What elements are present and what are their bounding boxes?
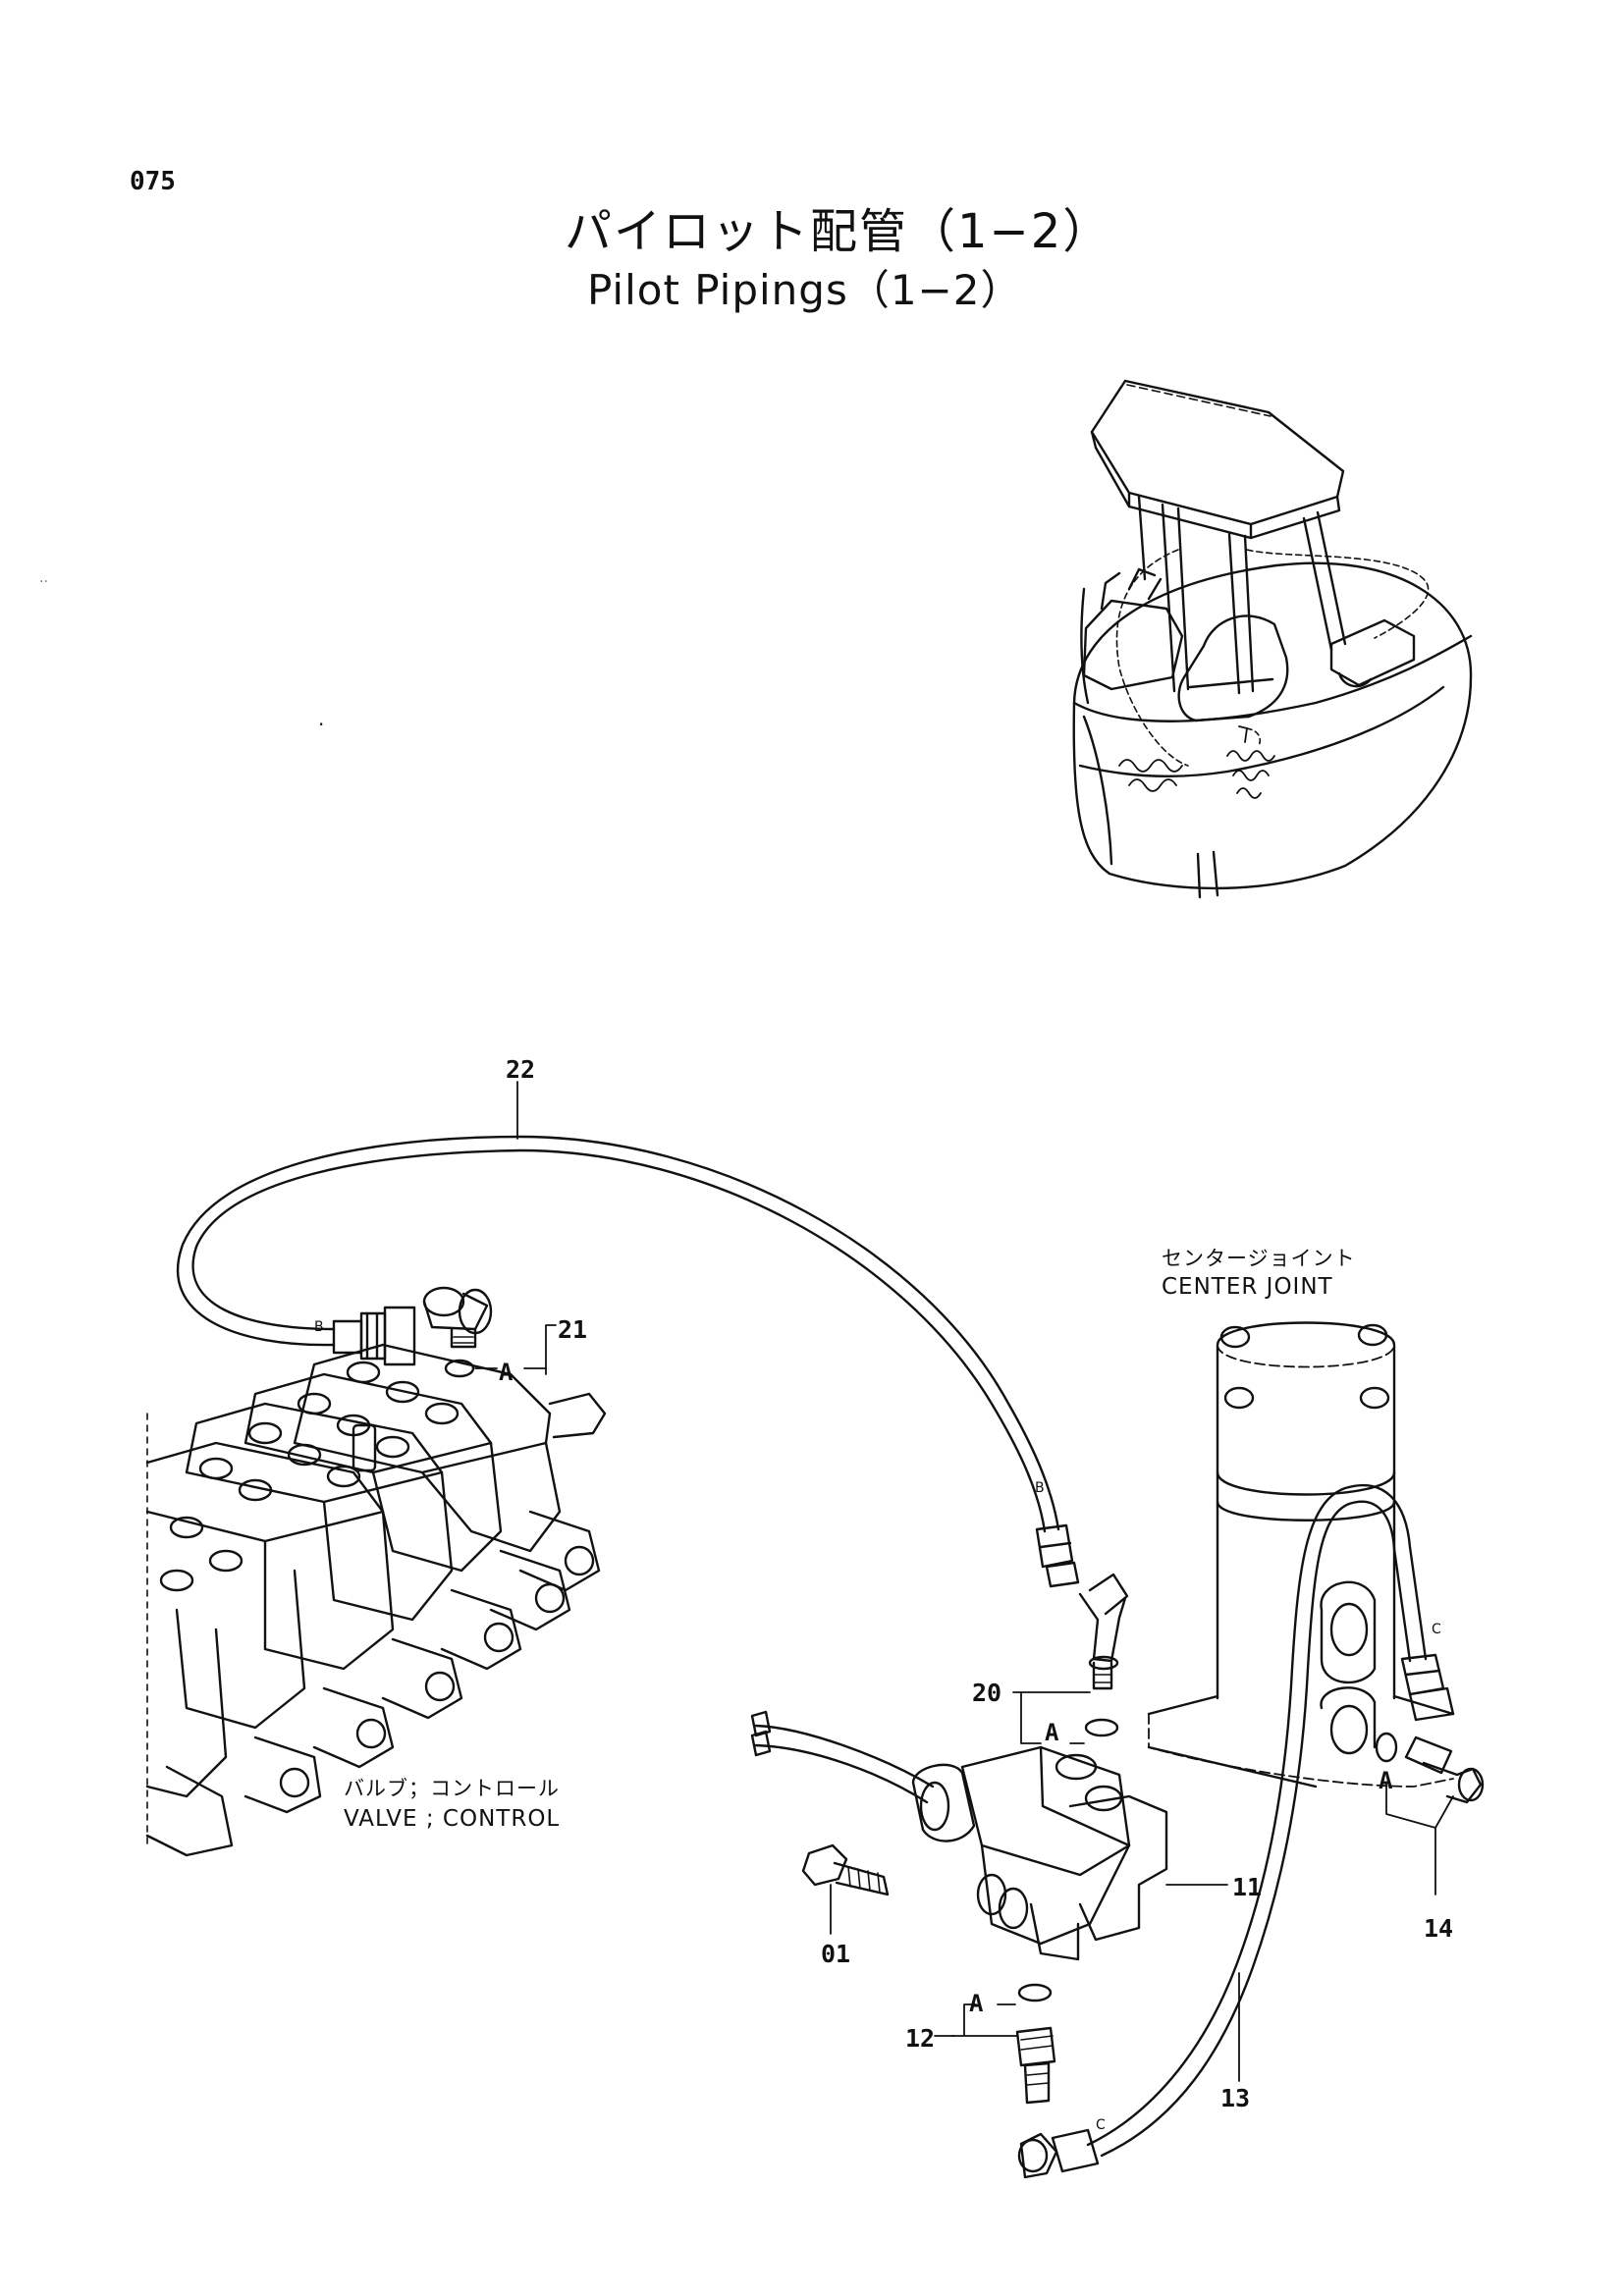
callout-13: 13 [1220,2084,1251,2112]
title-japanese: パイロット配管（1−2） [565,204,1112,259]
hose-22 [176,1081,1060,1533]
center-joint [1147,1321,1455,1789]
marker-c-hose-end-upper: C [1432,1622,1441,1637]
control-valve-label-jp: バルブ；コントロール [344,1777,560,1800]
hose-13-upper-fitting [1400,1653,1455,1722]
marker-c-hose-end-lower: C [1096,2117,1106,2133]
adapter-12 [934,1983,1056,2105]
fitting-20 [1012,1573,1129,1744]
marker-a-fitting-14: A [1379,1767,1393,1794]
marker-a-fitting-20: A [1045,1719,1059,1746]
bolt-01 [801,1843,890,1935]
page-number: 075 [130,167,176,196]
hose-13 [1086,1483,1428,2158]
callout-20: 20 [972,1679,1002,1707]
control-valve-assembly [145,1343,607,1857]
stray-dot: · [318,713,325,736]
fitting-14 [1375,1732,1485,1896]
callout-14: 14 [1424,1914,1454,1943]
callout-01: 01 [821,1940,851,1968]
callout-22: 22 [506,1055,536,1084]
center-joint-label-jp: センタージョイント [1162,1247,1356,1270]
hose-22-left-fitting [332,1306,416,1366]
hose-22-right-fitting [1035,1523,1080,1588]
marker-b-hose-end-right: B [1035,1480,1045,1496]
title-english: Pilot Pipings（1−2） [587,266,1023,314]
callout-11: 11 [1232,1873,1263,1901]
marker-a-fitting-12: A [969,1990,984,2017]
fitting-21 [422,1286,557,1378]
stray-mark: ·· [39,574,48,590]
excavator-overview-illustration [1072,379,1473,899]
control-valve-label-en: VALVE ; CONTROL [344,1806,561,1832]
hose-13-lower-fitting [1017,2128,1100,2179]
center-joint-label-en: CENTER JOINT [1162,1274,1333,1300]
callout-12: 12 [905,2024,936,2053]
callout-21: 21 [558,1315,588,1344]
pilot-valve-11 [750,1710,1228,1961]
marker-b-hose-end-left: B [314,1319,324,1335]
